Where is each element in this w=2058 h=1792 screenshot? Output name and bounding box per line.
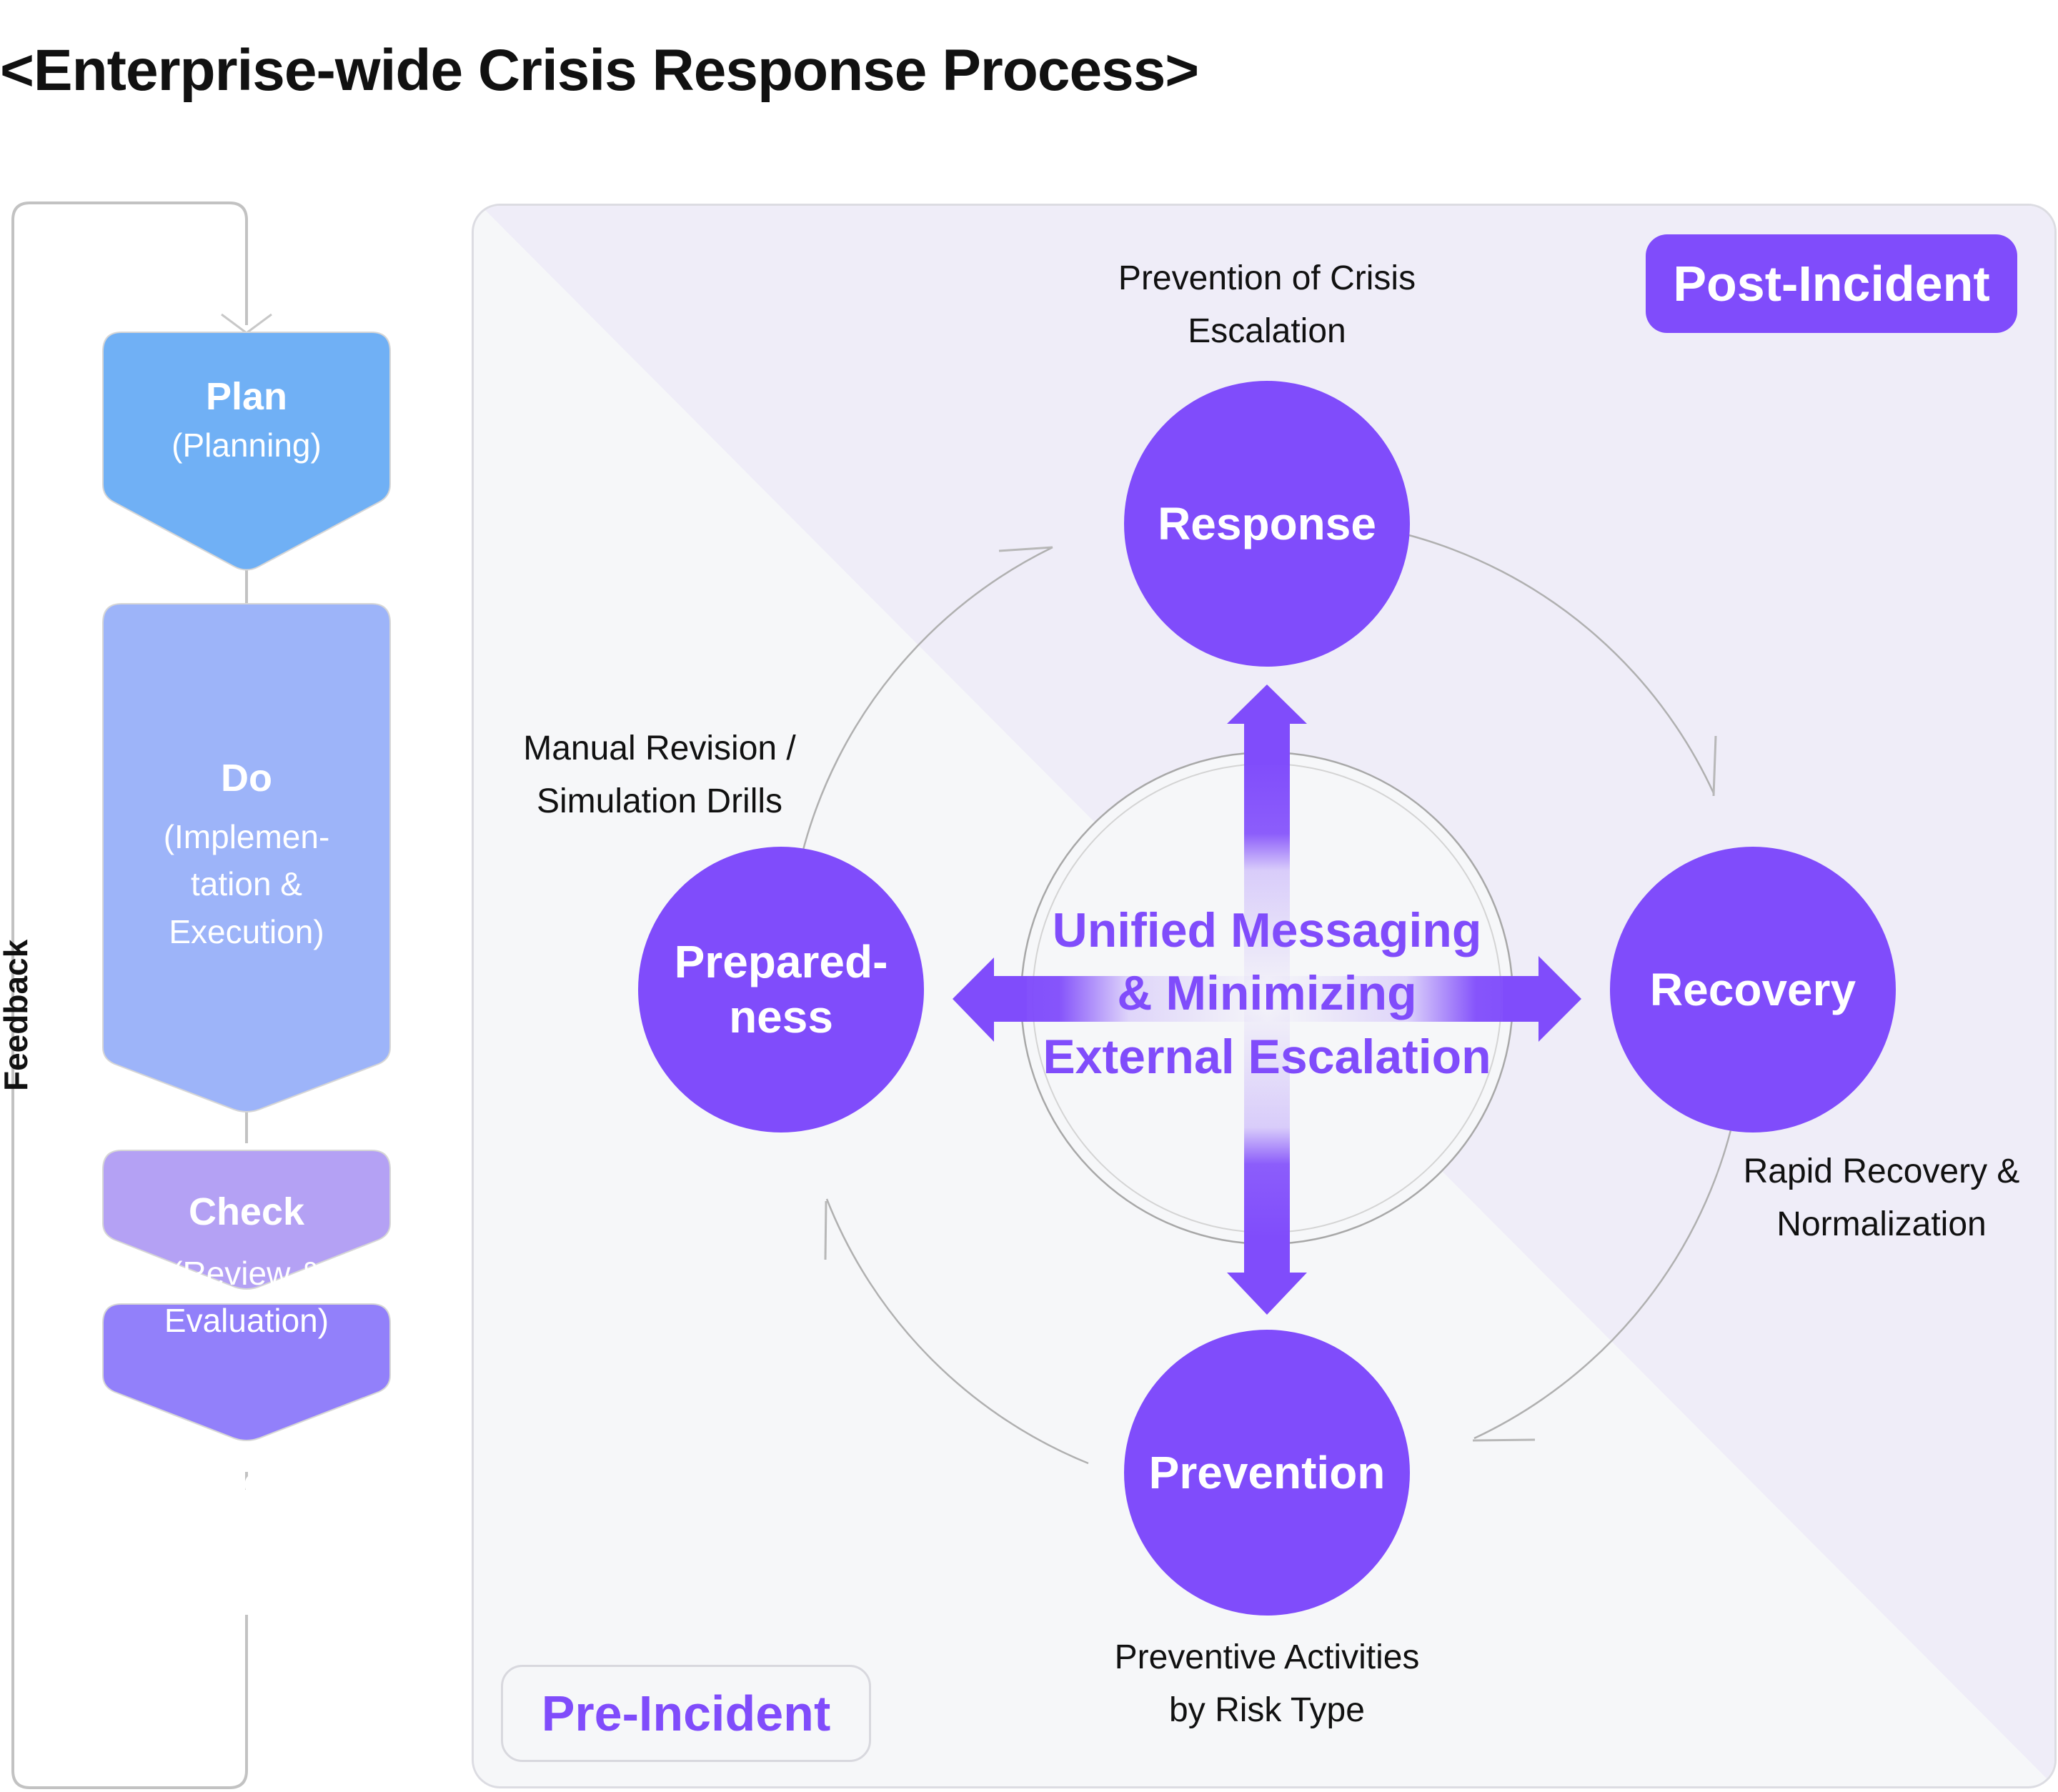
step-do-shape — [102, 603, 391, 1112]
arrowhead-icon — [998, 546, 1053, 552]
arrow-right-icon — [1267, 956, 1581, 1042]
step-check-desc: (Review & Evaluation) — [164, 1254, 329, 1340]
step-act: Act (Improvement & Enhancement) — [104, 1445, 389, 1628]
feedback-loop-line — [11, 201, 248, 1789]
step-act-name: Act — [215, 1460, 278, 1503]
page-title: <Enterprise-wide Crisis Response Process… — [0, 38, 1199, 103]
step-do: Do (Implemen- tation & Execution) — [104, 742, 389, 969]
arrow-down-icon — [1227, 992, 1307, 1315]
arc-recovery-to-prevention — [1473, 1127, 1733, 1440]
step-act-shape — [102, 1303, 391, 1441]
feedback-label: Feedback — [0, 939, 34, 1091]
step-plan-name: Plan — [205, 375, 288, 418]
caption-prevention: Preventive Activities by Risk Type — [1114, 1638, 1420, 1730]
node-response: Response — [1124, 381, 1410, 667]
step-plan-shape — [102, 332, 391, 571]
step-plan-desc: (Planning) — [172, 426, 322, 464]
step-act-desc: (Improvement & Enhancement) — [129, 1524, 364, 1610]
center-goal-text: Unified Messaging & Minimizing External … — [1043, 903, 1491, 1084]
pre-incident-badge: Pre-Incident — [501, 1665, 871, 1762]
arrow-left-icon — [953, 957, 1268, 1042]
node-recovery: Recovery — [1610, 847, 1896, 1133]
arc-preparedness-to-response — [801, 546, 1053, 853]
arc-response-to-recovery — [1406, 533, 1715, 794]
cycle-graphics — [481, 206, 2054, 1786]
step-do-name: Do — [221, 757, 272, 800]
caption-recovery: Rapid Recovery & Normalization — [1743, 1153, 2020, 1244]
post-incident-badge: Post-Incident — [1646, 234, 2017, 333]
node-prevention: Prevention — [1124, 1330, 1410, 1616]
arrowhead-icon — [824, 1200, 827, 1260]
crisis-cycle-panel: Post-Incident Pre-Incident Unified Messa… — [472, 204, 2057, 1788]
pdca-flow — [11, 201, 391, 1789]
step-do-desc: (Implemen- tation & Execution) — [163, 817, 330, 950]
node-preparedness: Prepared- ness — [638, 847, 924, 1133]
arc-prevention-to-preparedness — [825, 1198, 1089, 1465]
step-check-name: Check — [188, 1190, 305, 1233]
arrowhead-icon — [1712, 735, 1717, 797]
step-plan: Plan (Planning) — [104, 373, 389, 469]
caption-response: Prevention of Crisis Escalation — [1118, 259, 1416, 351]
step-check: Check (Review & Evaluation) — [104, 1175, 389, 1358]
caption-preparedness: Manual Revision / Simulation Drills — [523, 730, 796, 821]
arrow-up-icon — [1227, 685, 1307, 1006]
step-check-shape — [102, 1150, 391, 1290]
